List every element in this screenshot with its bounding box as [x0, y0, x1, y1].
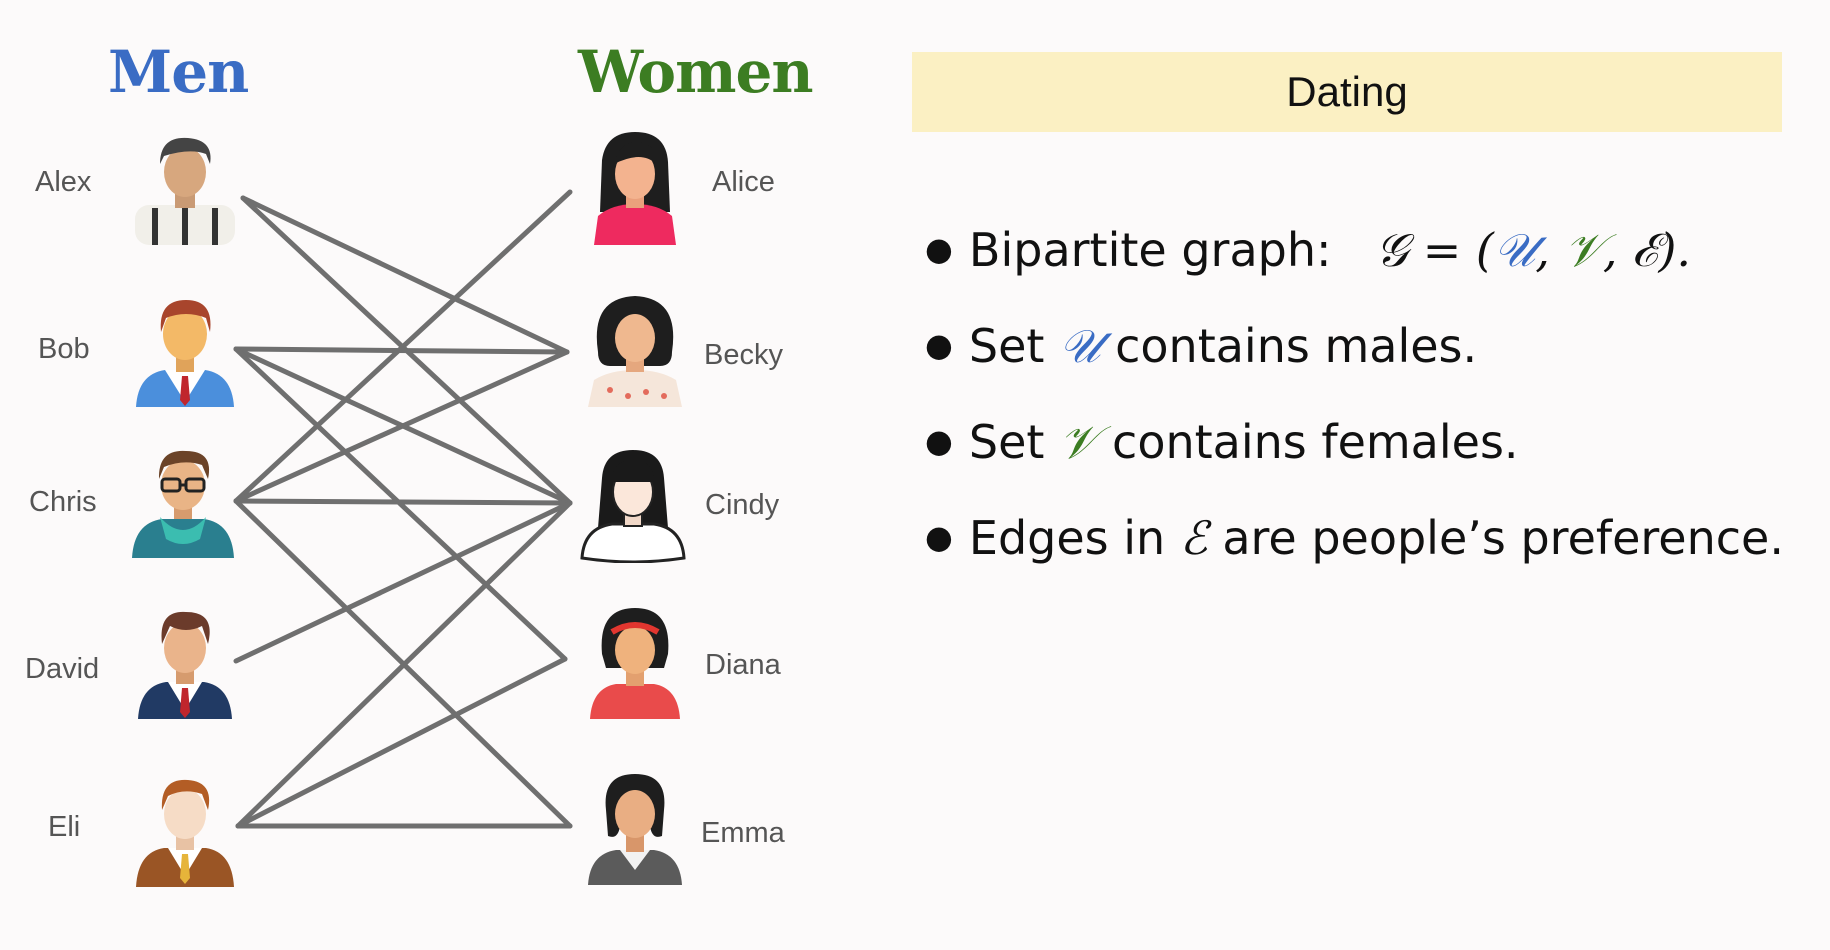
- emma-avatar-icon: [588, 774, 682, 885]
- bullet-dot: ●: [925, 518, 953, 556]
- edge-alex-becky: [240, 195, 570, 355]
- man-name-eli: Eli: [48, 811, 81, 843]
- eli-avatar-icon: [136, 779, 234, 887]
- woman-name-cindy: Cindy: [705, 489, 780, 521]
- woman-name-becky: Becky: [704, 339, 783, 371]
- bullet-set-u: ●Set 𝒰 contains males.: [925, 319, 1478, 373]
- edge-eli-diana: [235, 656, 568, 829]
- edge-chris-alice: [233, 189, 573, 504]
- man-name-alex: Alex: [35, 166, 92, 198]
- cindy-avatar-icon: [580, 450, 686, 563]
- diana-avatar-icon: [590, 608, 680, 719]
- preference-edges: [233, 189, 573, 829]
- bullet-dot: ●: [925, 326, 953, 364]
- bullet-edges: ●Edges in ℰ are people’s preference.: [925, 511, 1784, 565]
- banner-title: Dating: [1286, 68, 1408, 115]
- edge-eli-cindy: [235, 500, 573, 829]
- edge-david-cindy: [233, 500, 573, 664]
- bullet-dot: ●: [925, 422, 953, 460]
- woman-name-diana: Diana: [705, 649, 781, 681]
- edge-chris-cindy: [233, 498, 573, 506]
- bob-avatar-icon: [136, 300, 234, 407]
- alex-avatar-icon: [135, 137, 235, 245]
- woman-name-emma: Emma: [701, 817, 785, 849]
- men-title: Men: [108, 38, 249, 106]
- becky-avatar-icon: [588, 296, 682, 407]
- women-title: Women: [578, 38, 814, 106]
- man-name-chris: Chris: [29, 486, 97, 518]
- bullet-bipartite-graph: ●Bipartite graph: 𝒢 = (𝒰, 𝒱, ℰ).: [925, 223, 1692, 277]
- alice-avatar-icon: [594, 132, 676, 245]
- david-avatar-icon: [138, 611, 232, 719]
- bullet-dot: ●: [925, 230, 953, 268]
- man-name-bob: Bob: [38, 333, 90, 365]
- dating-banner: Dating: [912, 52, 1782, 132]
- edge-chris-becky: [233, 349, 570, 504]
- man-name-david: David: [25, 653, 100, 685]
- woman-name-alice: Alice: [712, 166, 775, 198]
- bullet-set-v: ●Set 𝒱 contains females.: [925, 415, 1519, 469]
- bullet-list: ●Bipartite graph: 𝒢 = (𝒰, 𝒱, ℰ). ●Set 𝒰 …: [925, 212, 1805, 596]
- chris-avatar-icon: [132, 450, 234, 558]
